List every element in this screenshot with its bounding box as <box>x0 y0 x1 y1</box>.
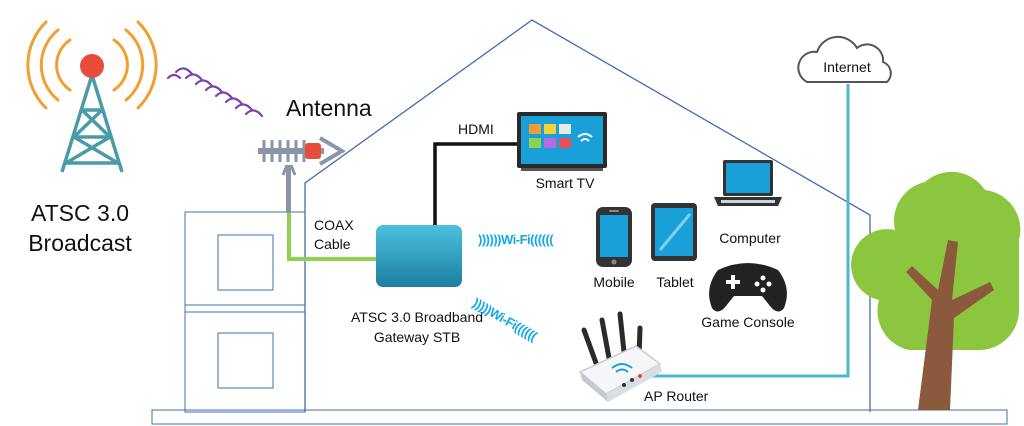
mobile-label: Mobile <box>593 274 635 290</box>
laptop-icon <box>714 160 782 206</box>
antenna-label: Antenna <box>286 95 372 121</box>
smart-tv-icon <box>517 112 607 171</box>
broadcast-label-line2: Broadcast <box>28 230 132 256</box>
coax-label: COAX Cable <box>314 216 354 254</box>
gamepad-icon <box>709 263 787 312</box>
antenna-icon <box>258 136 346 213</box>
ground-base <box>151 409 1008 425</box>
broadcast-tower-icon <box>26 20 158 173</box>
tree-icon <box>851 171 1021 410</box>
gateway-label: ATSC 3.0 Broadband Gateway STB <box>332 307 502 347</box>
coax-label-line1: COAX <box>314 217 354 233</box>
gateway-label-line1: ATSC 3.0 Broadband <box>350 309 484 325</box>
wifi-signal-stb-to-devices: ))))))Wi-Fi(((((( <box>478 232 554 247</box>
mobile-phone-icon <box>596 207 632 267</box>
router-icon <box>578 311 662 402</box>
broadcast-label-line1: ATSC 3.0 <box>31 200 129 226</box>
gateway-label-line2: Gateway STB <box>373 329 461 345</box>
computer-label: Computer <box>719 230 781 246</box>
cloud-icon <box>797 35 892 83</box>
coax-label-line2: Cable <box>314 236 351 252</box>
ap-router-label: AP Router <box>644 388 709 404</box>
internet-label: Internet <box>823 59 871 75</box>
signal-waves <box>166 67 264 118</box>
coax-cable <box>287 213 378 261</box>
gateway-stb <box>376 225 462 287</box>
house-outline <box>304 19 871 412</box>
tablet-label: Tablet <box>656 274 694 290</box>
hdmi-label: HDMI <box>458 121 494 137</box>
tablet-icon <box>651 203 697 261</box>
internet-line <box>652 84 850 378</box>
game-console-label: Game Console <box>701 314 795 330</box>
smart-tv-label: Smart TV <box>535 175 595 191</box>
broadcast-label: ATSC 3.0 Broadcast <box>10 198 150 258</box>
hdmi-cable <box>433 142 520 228</box>
